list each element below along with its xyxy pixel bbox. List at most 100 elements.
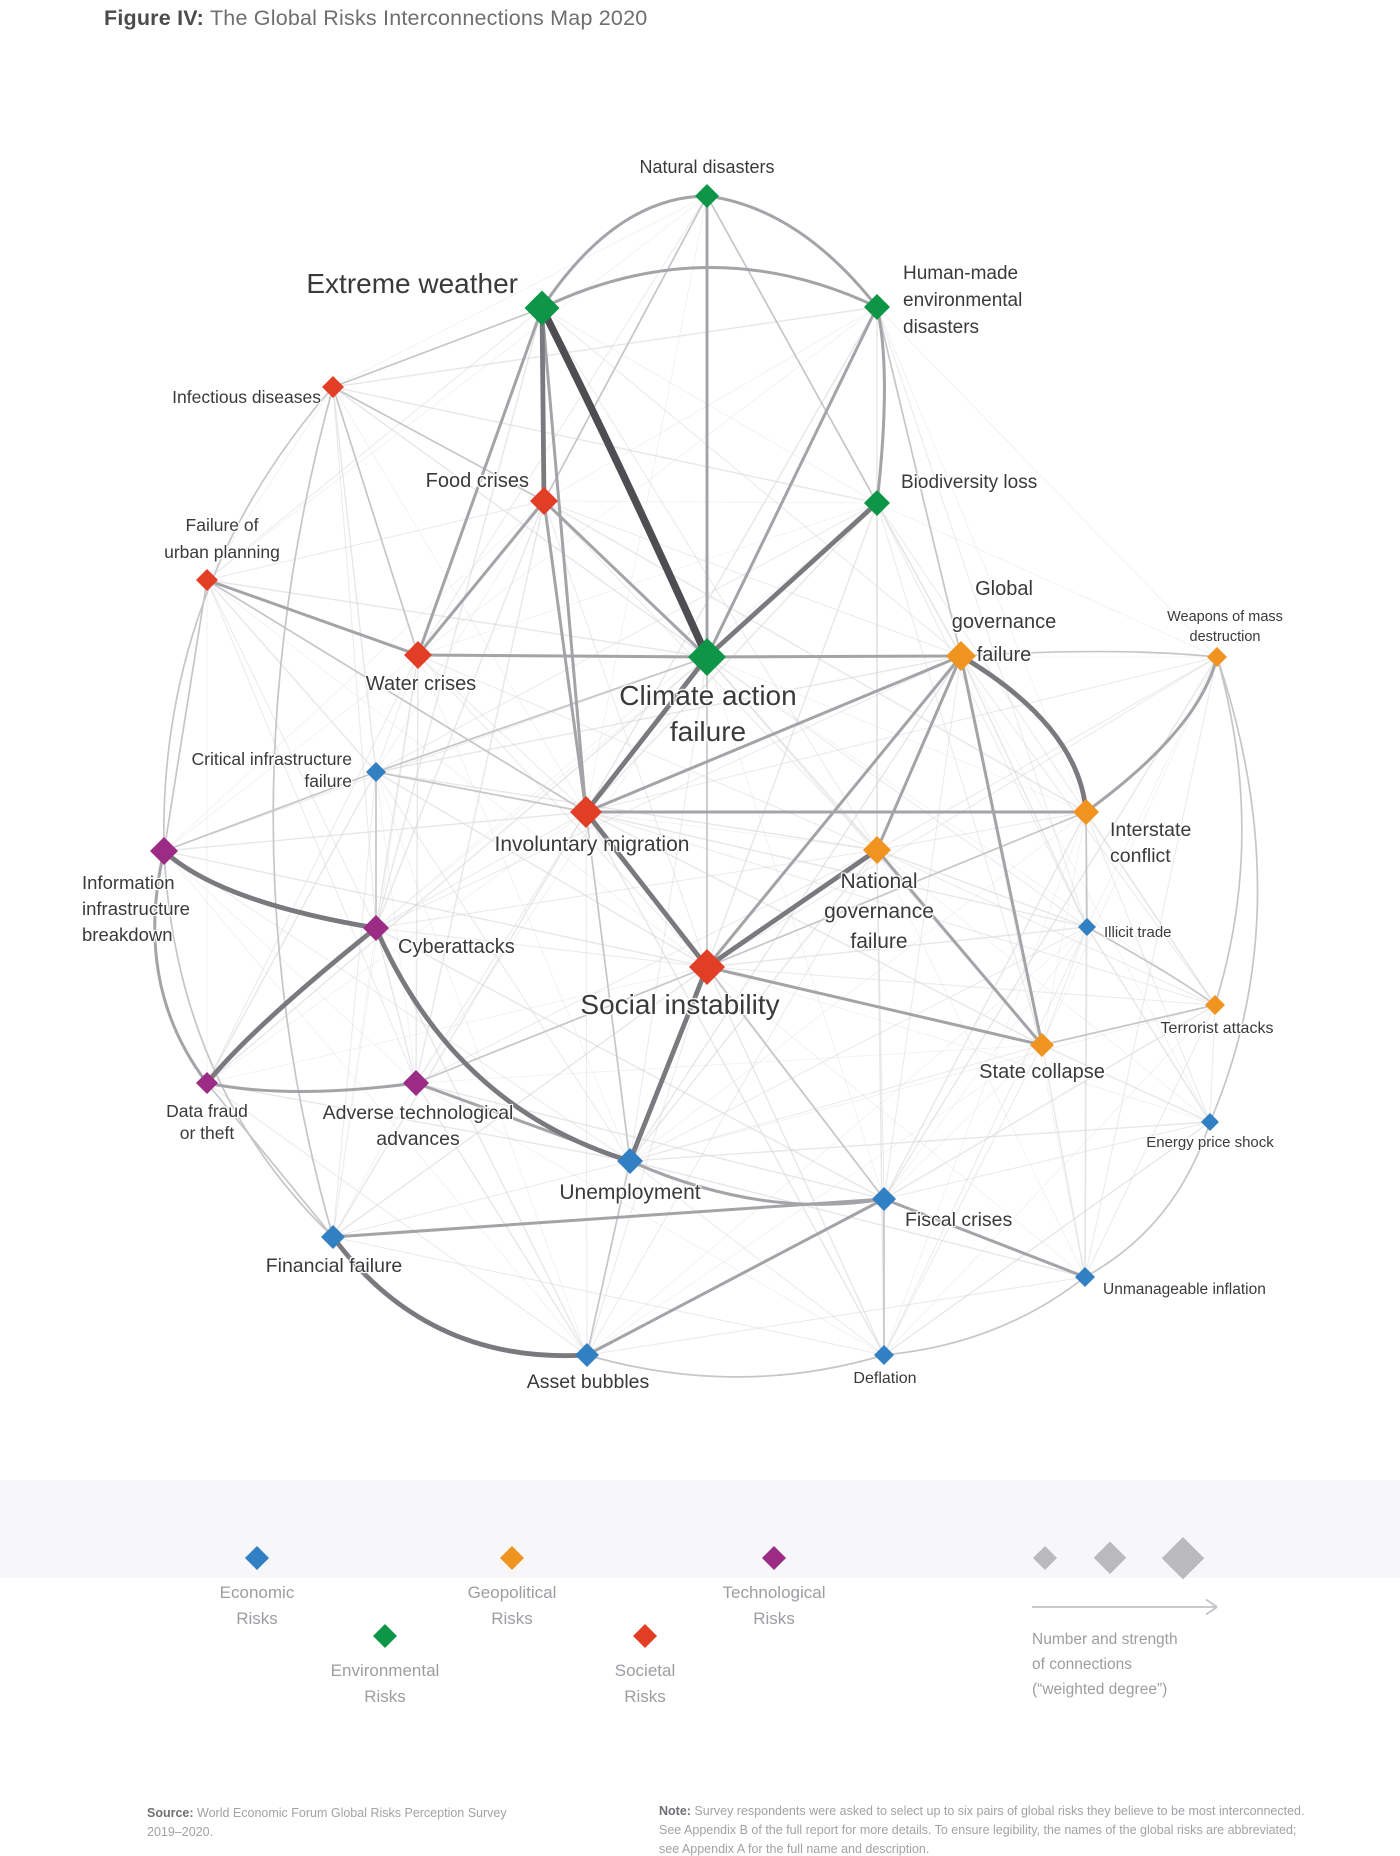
mesh-edge-wc-cif <box>375 654 419 773</box>
mesh-edge-fup-caf <box>206 579 708 658</box>
edge-ic-wmd <box>1084 655 1219 814</box>
mesh-edge-fup-cif <box>206 579 377 773</box>
mesh-edge-ui-ab <box>586 1276 1086 1356</box>
edge-si-ic <box>706 811 1087 968</box>
edge-dft-adv <box>205 1081 418 1093</box>
mesh-edge-hme-im <box>585 306 878 813</box>
mesh-edge-it-si <box>706 926 1088 968</box>
mesh-edge-hme-it <box>876 306 1088 928</box>
mesh-edge-wc-une <box>417 654 631 1162</box>
legend-diamond-societal <box>633 1624 657 1648</box>
edge-cyb-une <box>373 925 633 1164</box>
mesh-edge-ta-fis <box>883 1004 1216 1200</box>
mesh-edge-si-ab <box>586 966 708 1356</box>
node-eps <box>1201 1113 1219 1131</box>
edge-def-ui <box>883 1276 1086 1356</box>
mesh-edge-une-ui <box>629 1160 1086 1278</box>
source-label: Source: <box>147 1806 194 1820</box>
mesh-edge-fc-si <box>543 500 708 968</box>
edge-sc-ta <box>1041 1004 1216 1046</box>
mesh-edge-ggf-ta <box>960 655 1216 1006</box>
mesh-edge-nd-wc <box>417 195 708 656</box>
mesh-edge-im-ff <box>332 811 587 1238</box>
edge-iib-dft <box>153 849 209 1085</box>
mesh-edge-si-def <box>706 966 885 1356</box>
edge-it-ta <box>1086 926 1216 1006</box>
mesh-edge-bio-sc <box>876 502 1043 1046</box>
mesh-edge-dft-ab <box>206 1082 588 1356</box>
mesh-edge-it-fis <box>883 926 1088 1200</box>
mesh-edge-sc-fis <box>883 1044 1043 1200</box>
mesh-edge-cyb-adv <box>375 927 417 1084</box>
mesh-edge-ta-ui <box>1084 1004 1216 1278</box>
edge-ew-wc <box>416 306 544 657</box>
mesh-edge-wmd-ui <box>1084 656 1218 1278</box>
node-it <box>1078 918 1096 936</box>
edge-fup-iib <box>163 579 208 852</box>
edge-nd-fc <box>543 195 708 502</box>
mesh-edge-fc-cyb <box>375 500 545 929</box>
mesh-edge-cif-dft <box>206 771 377 1084</box>
edge-bio-caf <box>704 500 880 660</box>
node-ff <box>321 1225 345 1249</box>
mesh-edge-im-cyb <box>375 811 587 929</box>
legend-label-line: Economic <box>219 1583 295 1602</box>
node-sc <box>1030 1033 1054 1057</box>
mesh-edge-bio-ggf <box>876 502 962 657</box>
weighted-degree-caption-line: of connections <box>1032 1656 1132 1673</box>
figure-title-prefix: Figure IV: <box>104 6 204 30</box>
weighted-degree-caption-line: Number and strength <box>1032 1631 1178 1648</box>
mesh-edge-im-def <box>585 811 885 1356</box>
mesh-edge-caf-adv <box>415 656 708 1084</box>
mesh-edge-fup-cyb <box>206 579 377 929</box>
mesh-edge-caf-dft <box>206 656 708 1084</box>
edge-im-si <box>583 809 710 970</box>
edge-fc-wc <box>416 499 546 657</box>
mesh-edge-dft-une <box>206 1082 631 1162</box>
edge-im-une <box>585 811 631 1162</box>
weighted-degree-arrow-icon <box>1032 1598 1218 1616</box>
mesh-edge-ew-bio <box>541 307 878 504</box>
mesh-edge-cif-ab <box>375 771 588 1356</box>
edge-ab-fis <box>585 1197 886 1357</box>
mesh-edge-une-ff <box>332 1160 631 1238</box>
mesh-edge-iib-ab <box>163 850 588 1356</box>
mesh-edge-sc-ab <box>586 1044 1043 1356</box>
mesh-edge-ic-fis <box>883 811 1087 1200</box>
node-nd <box>695 184 719 208</box>
mesh-edge-sc-eps <box>1041 1044 1211 1123</box>
mesh-edge-ic-def <box>883 811 1087 1356</box>
edge-inf-fc <box>332 386 545 502</box>
edge-ab-une <box>586 1160 631 1356</box>
mesh-edge-cyb-ff <box>332 927 377 1238</box>
mesh-edge-caf-it <box>706 656 1088 928</box>
edge-iib-cif <box>163 771 377 852</box>
mesh-edge-it-eps <box>1086 926 1211 1123</box>
legend-label-line: Risks <box>491 1609 533 1628</box>
mesh-edge-it-sc <box>1041 926 1088 1046</box>
mesh-edge-iib-si <box>163 850 708 968</box>
mesh-edge-ngf-ab <box>586 849 878 1356</box>
mesh-edge-cif-une <box>375 771 631 1162</box>
edge-inf-wc <box>332 386 419 656</box>
mesh-edge-fup-si <box>206 579 708 968</box>
mesh-edge-caf-cyb <box>375 656 708 929</box>
legend-label-line: Environmental <box>330 1661 440 1680</box>
mesh-edge-wc-adv <box>415 654 419 1084</box>
mesh-edge-fc-ggf <box>543 500 962 657</box>
mesh-edge-eps-def <box>883 1121 1211 1356</box>
edge-une-fis <box>628 1159 886 1206</box>
node-ggf <box>946 641 976 671</box>
note-text: Survey respondents were asked to select … <box>659 1804 1305 1856</box>
node-iib <box>150 837 178 865</box>
mesh-edge-ngf-adv <box>415 849 878 1084</box>
edge-ggf-ngf <box>875 654 963 852</box>
edge-wc-caf <box>416 653 709 659</box>
mesh-edge-it-une <box>629 926 1088 1162</box>
mesh-edge-ic-ngf <box>876 811 1087 851</box>
node-ew <box>524 290 560 326</box>
mesh-edge-fup-adv <box>206 579 417 1084</box>
mesh-edge-nd-inf <box>332 195 708 388</box>
